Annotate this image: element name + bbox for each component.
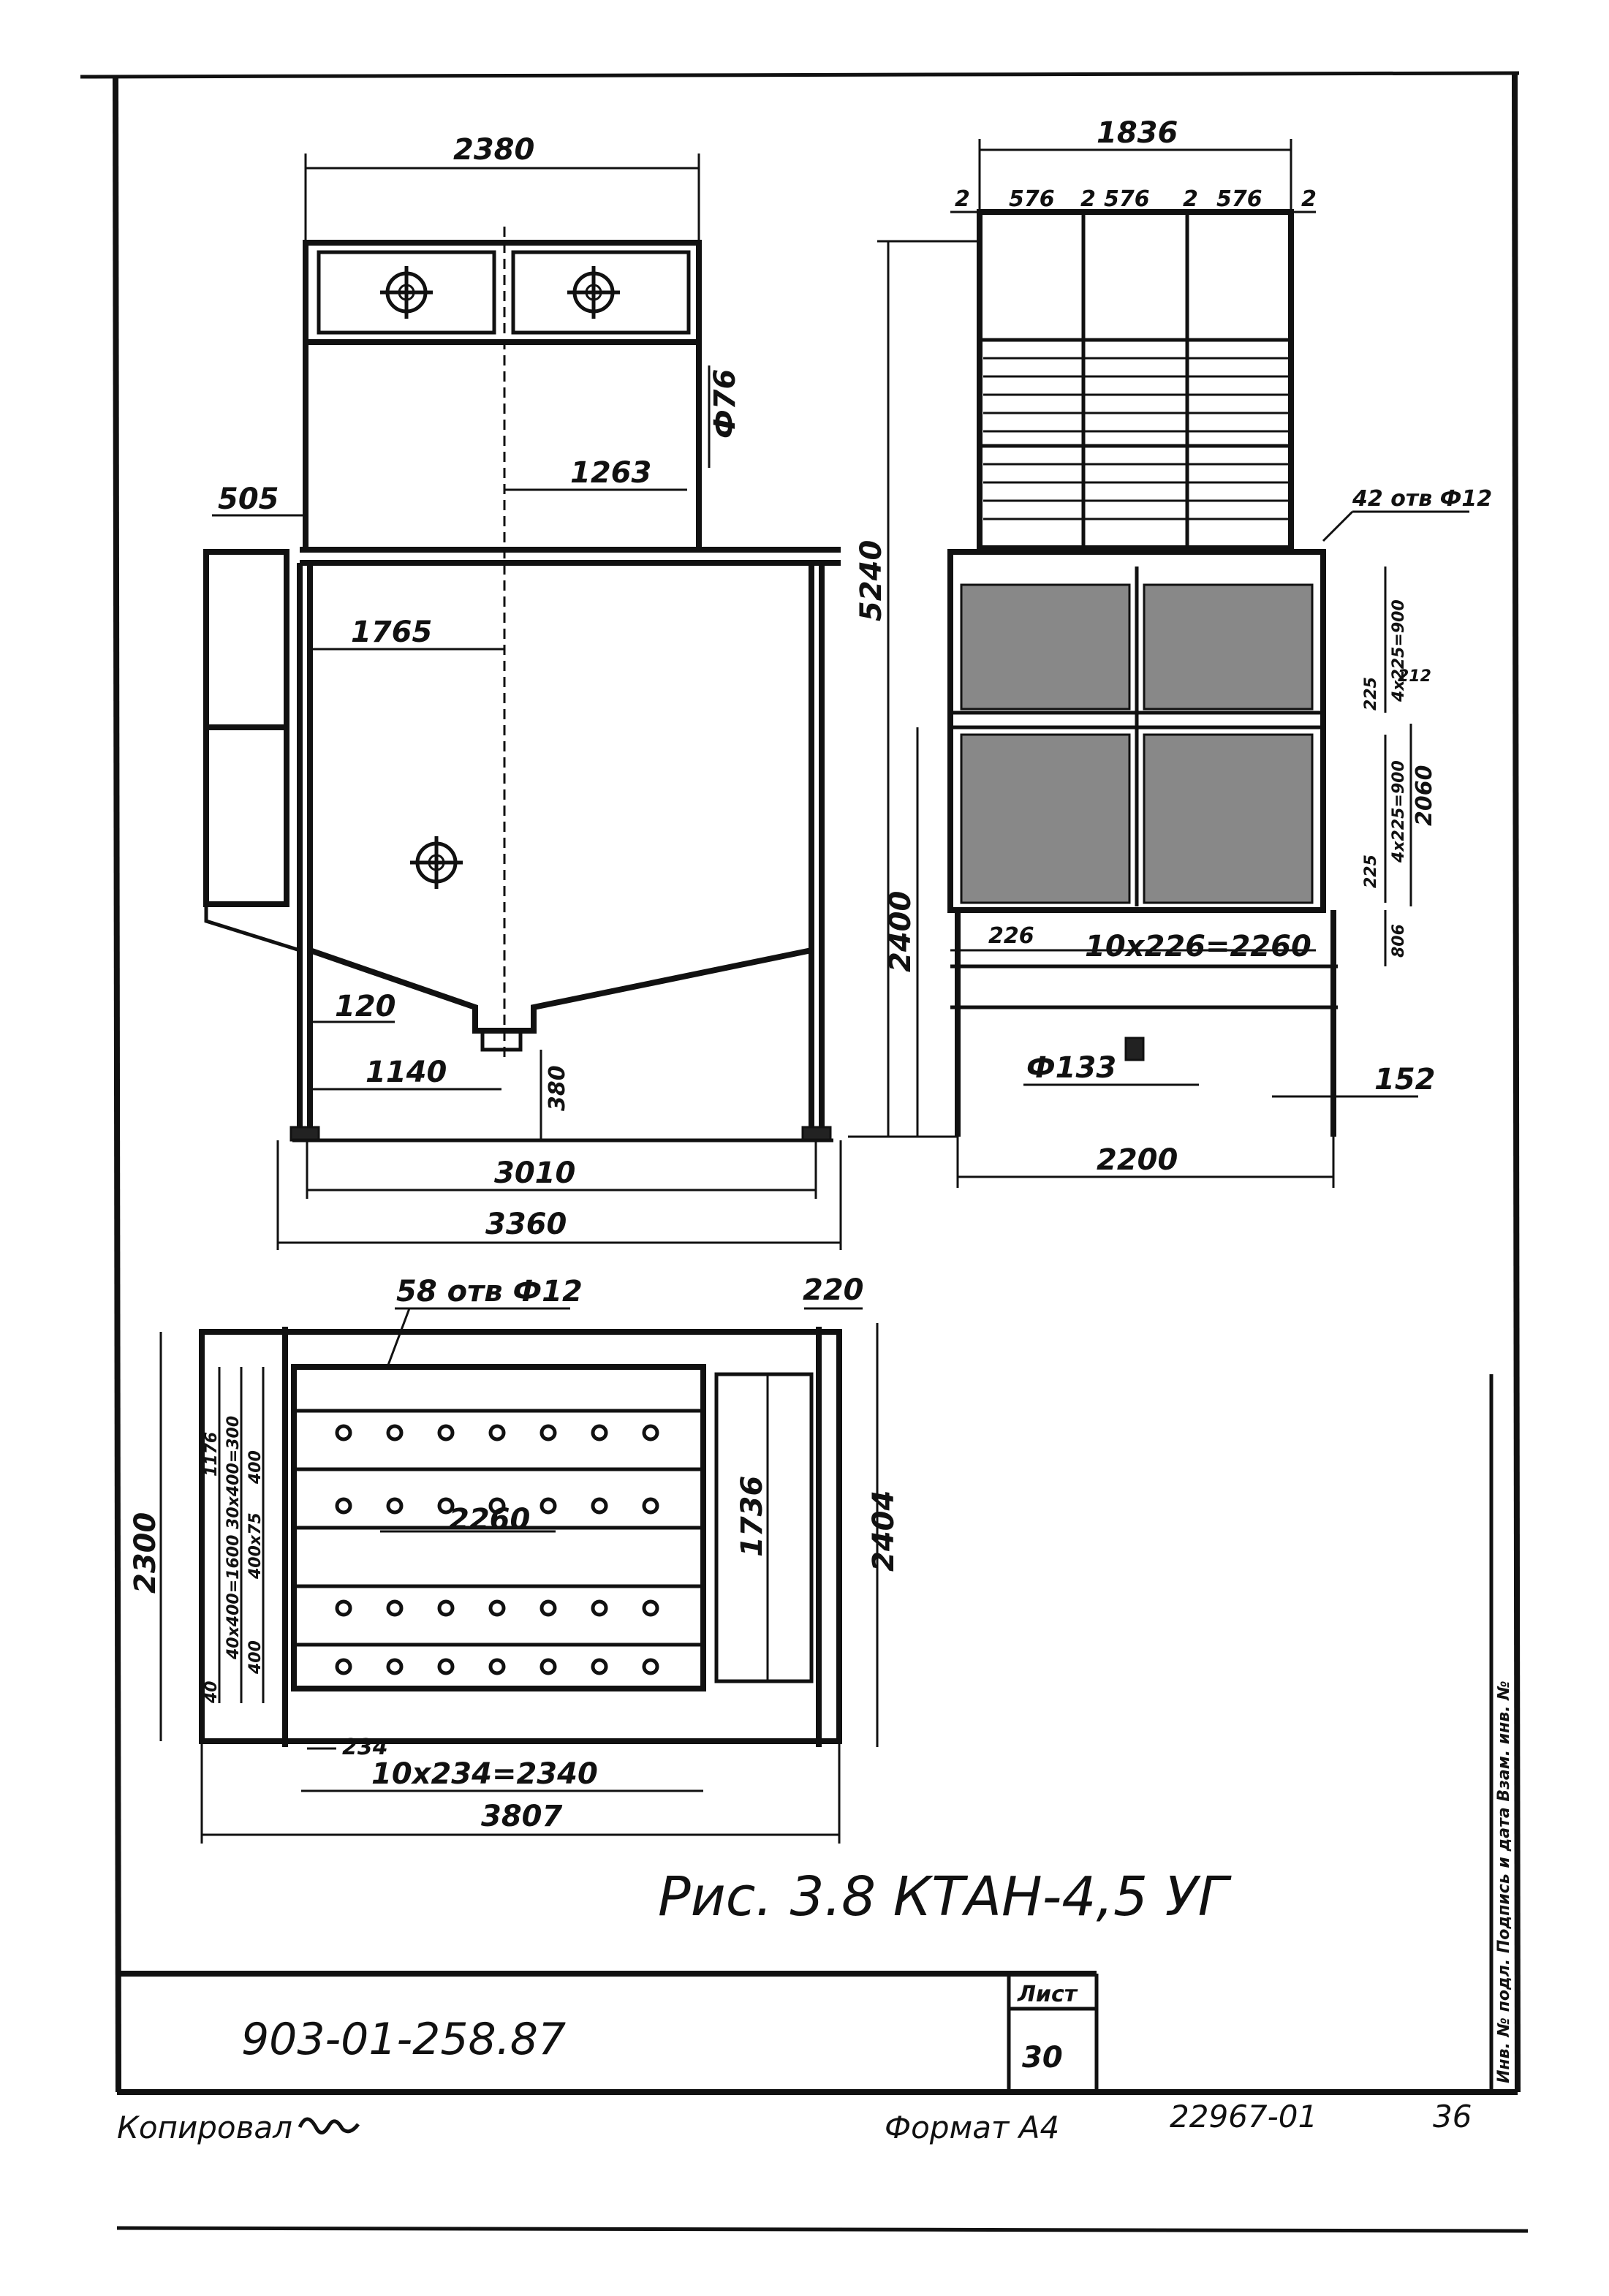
dim-side-section-height: 4х225=900 — [1390, 599, 1408, 702]
figure-caption: Рис. 3.8 КТАН-4,5 УГ — [658, 1865, 1233, 1928]
hatch-icon — [380, 266, 433, 319]
dim-plan-holes: 58 отв Ф12 — [396, 1275, 583, 1308]
dim-front-top-width: 2380 — [453, 133, 534, 167]
dim-side-pipe-diameter: Ф133 — [1026, 1051, 1116, 1085]
archive-number: 22967-01 — [1170, 2099, 1317, 2134]
dim-front-outlet-height: 380 — [545, 1065, 570, 1111]
dim-front-side-offset: 505 — [218, 482, 279, 516]
dim-side-gap: 212 — [1398, 667, 1431, 686]
dim-side-pitch-2: 2 — [1080, 186, 1096, 212]
sheet-frame — [80, 71, 1529, 2233]
dim-side-row-label: 10х226=2260 — [1085, 930, 1311, 963]
fan-hub-grid — [335, 1424, 659, 1675]
dim-side-pitch-note: 226 — [988, 923, 1034, 949]
dim-side-pitch-0: 2 — [955, 186, 970, 212]
dim-side-total-height: 5240 — [855, 540, 888, 621]
sheet-number: 30 — [1022, 2041, 1063, 2075]
dim-front-center-offset: 1765 — [351, 615, 432, 649]
dim-plan-left-chain-a: 400 — [246, 1450, 265, 1485]
dim-plan-row-label: 10х234=2340 — [371, 1757, 598, 1791]
dim-plan-overall-depth: 2300 — [129, 1512, 162, 1594]
dim-side-base-width: 2200 — [1097, 1143, 1178, 1177]
dim-plan-pitch-note: 234 — [342, 1735, 388, 1760]
signature-mark — [298, 2117, 360, 2134]
dim-front-legs-span: 3010 — [494, 1156, 575, 1190]
copied-by: Копировал — [117, 2110, 292, 2145]
side-view: 1836 2 576 2 576 2 576 2 42 отв Ф12 5240… — [848, 116, 1492, 1188]
page-number: 36 — [1433, 2099, 1472, 2134]
dim-side-foot-size: 152 — [1374, 1063, 1436, 1096]
dim-side-pitch-3: 576 — [1104, 186, 1150, 212]
dim-side-module-1: 225 — [1362, 855, 1380, 888]
fan-blades — [983, 357, 1288, 520]
dim-plan-right-offset: 220 — [803, 1273, 864, 1307]
dim-side-lower-section: 4х225=900 — [1390, 760, 1408, 863]
dim-side-module-0: 225 — [1362, 677, 1380, 711]
dim-plan-left-chain-b: 400х75 — [246, 1512, 265, 1580]
footer-format: Формат А4 — [885, 2110, 1059, 2145]
dim-side-overall-width: 1836 — [1097, 116, 1178, 150]
front-view: 2380 1263 Ф76 505 1765 120 1140 380 3010… — [203, 133, 842, 1250]
dim-side-holes: 42 отв Ф12 — [1352, 486, 1492, 512]
hatch-icon — [567, 266, 620, 319]
dim-side-support-height: 2400 — [884, 891, 917, 972]
dim-side-section-total: 2060 — [1412, 765, 1437, 827]
side-stamp: Инв. № подл. Подпись и дата Взам. инв. № — [1495, 1681, 1513, 2083]
document-code: 903-01-258.87 — [241, 2014, 566, 2065]
dim-front-inlet-height: 1263 — [570, 456, 651, 490]
dim-plan-left-chain-d: 40 — [202, 1681, 221, 1704]
dim-plan-left-chain-c: 400 — [246, 1640, 265, 1675]
dim-plan-right-depth: 2404 — [867, 1490, 901, 1572]
dim-front-leg-offset: 120 — [335, 990, 396, 1023]
dim-front-outlet-offset: 1140 — [366, 1056, 447, 1089]
dim-plan-left-chain-long: 40х400=1600 30х400=300 — [224, 1416, 243, 1660]
dim-plan-overall-length: 3807 — [481, 1800, 562, 1833]
dim-side-pitch-5: 576 — [1216, 186, 1262, 212]
dim-side-pitch-1: 576 — [1009, 186, 1055, 212]
dim-front-overall-width: 3360 — [485, 1208, 567, 1241]
hatch-icon — [410, 836, 463, 889]
dim-side-base-height: 806 — [1390, 924, 1408, 958]
sheet-label: Лист — [1017, 1982, 1078, 2007]
dim-side-pitch-6: 2 — [1301, 186, 1317, 212]
dim-side-pitch-4: 2 — [1183, 186, 1198, 212]
dim-plan-left-chain: 1176 — [202, 1432, 221, 1477]
fan-housing — [303, 240, 702, 553]
dim-plan-inner-width: 2260 — [449, 1503, 530, 1537]
dim-plan-inner-depth: 1736 — [735, 1476, 769, 1557]
plan-view: 58 отв Ф12 220 2300 1176 40 40х400=1600 … — [129, 1273, 901, 1844]
dim-front-diameter: Ф76 — [708, 369, 742, 439]
